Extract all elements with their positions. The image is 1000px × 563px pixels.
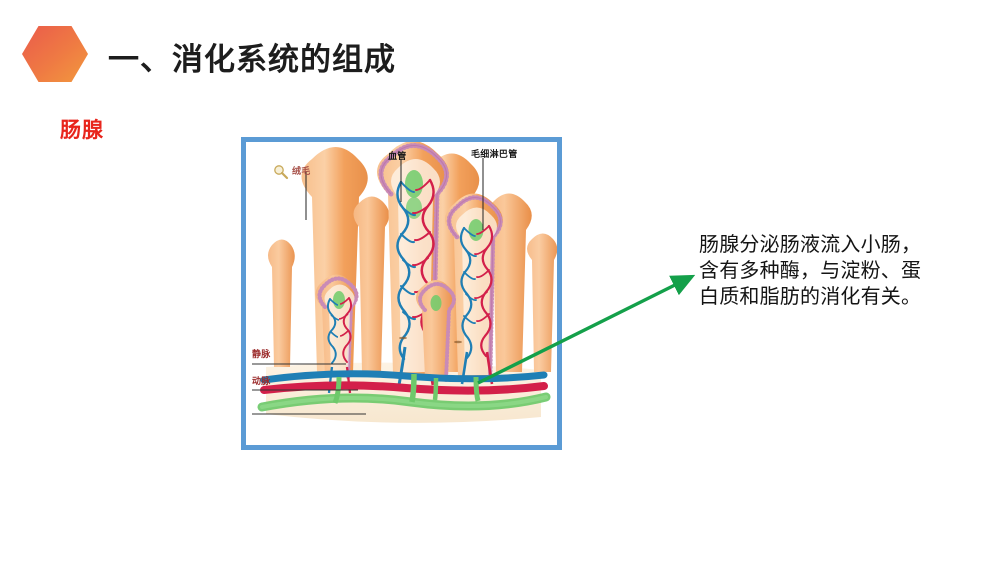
annotation-line-2: 含有多种酶，与淀粉、蛋: [699, 260, 922, 282]
diagram-label-artery: 动脉: [252, 376, 271, 386]
diagram-label-lymph: 毛细淋巴管: [471, 149, 518, 159]
page-title: 一、消化系统的组成: [108, 42, 396, 77]
annotation-line-3: 白质和脂肪的消化有关。: [699, 286, 922, 308]
diagram-label-vein: 静脉: [252, 349, 271, 359]
diagram-label-vessel: 血管: [388, 151, 407, 161]
villi-diagram: 绒毛 血管 毛细淋巴管 静脉 动脉: [246, 142, 557, 445]
subheading-intestinal-gland: 肠腺: [60, 119, 104, 142]
annotation-line-1: 肠腺分泌肠液流入小肠，: [699, 234, 922, 256]
villi-diagram-frame: 绒毛 血管 毛细淋巴管 静脉 动脉: [241, 137, 562, 450]
diagram-label-villi: 绒毛: [292, 166, 311, 176]
title-bar: 一、消化系统的组成: [0, 0, 1000, 100]
annotation-text-block: 肠腺分泌肠液流入小肠， 含有多种酶，与淀粉、蛋 白质和脂肪的消化有关。: [699, 232, 947, 310]
magnifier-icon: [274, 165, 289, 180]
hexagon-icon: [22, 26, 88, 82]
villi-illustration: [252, 142, 557, 423]
